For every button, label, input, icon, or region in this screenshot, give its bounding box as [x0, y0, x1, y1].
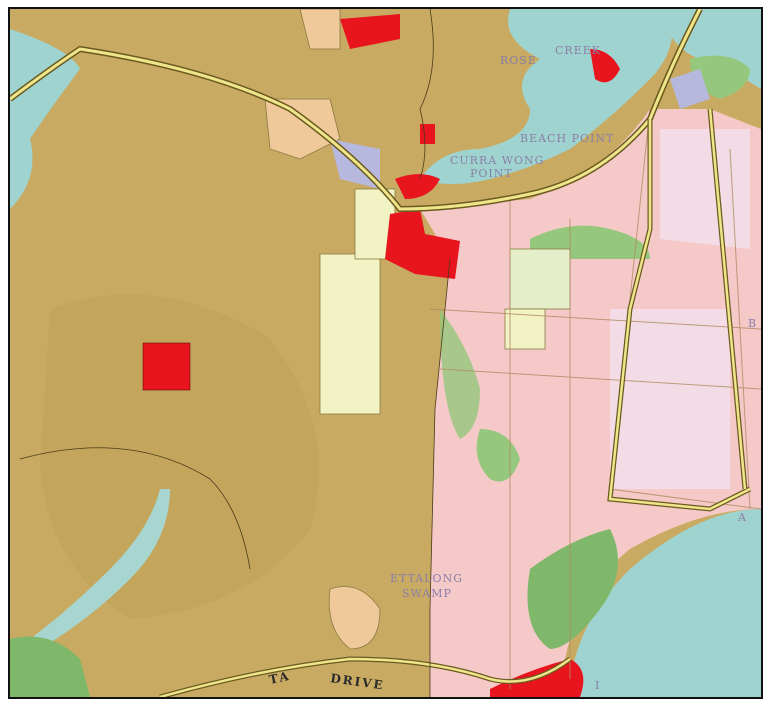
- label-edge-letter: B: [748, 317, 757, 330]
- open-space-south: [527, 529, 618, 649]
- open-space-ridge: [440, 309, 480, 439]
- residential-light-northeast: [660, 129, 750, 249]
- label-north-place: ROSE: [500, 54, 537, 67]
- label-north-place-2: CREEK: [555, 44, 601, 57]
- water-north-bay: [420, 9, 673, 184]
- pale-parcel-mid: [509, 248, 571, 310]
- south-road-fill: [159, 657, 571, 697]
- residential-light-east: [610, 309, 730, 489]
- map-frame[interactable]: ETTALONG SWAMP BEACH POINT CURRA WONG PO…: [8, 7, 763, 699]
- main-road-fill: [10, 9, 702, 211]
- label-point-3: POINT: [470, 167, 513, 180]
- tan-parcel-northwest: [299, 9, 341, 50]
- rural-shade: [40, 294, 319, 619]
- pale-parcel-vertical: [319, 253, 381, 415]
- special-use-point: [395, 174, 440, 199]
- water-east-bay: [570, 509, 761, 697]
- special-use-north: [340, 14, 400, 49]
- water-southwest-creek: [30, 489, 170, 649]
- special-use-central: [385, 209, 460, 279]
- residential-main: [420, 109, 761, 697]
- open-space-southwest: [10, 636, 90, 697]
- label-point-2: CURRA WONG: [450, 154, 544, 167]
- special-use-west: [142, 342, 191, 391]
- label-swamp-2: SWAMP: [402, 587, 452, 600]
- open-space-strip-2: [476, 429, 520, 482]
- zone-boundaries: [19, 9, 451, 697]
- label-south: I: [595, 679, 600, 692]
- pale-parcel-upper: [354, 188, 396, 260]
- tan-parcel-south: [328, 586, 381, 650]
- label-road-prefix: TA: [268, 669, 292, 687]
- tan-parcel-north: [264, 98, 341, 160]
- special-use-small: [420, 124, 435, 144]
- label-point-1: BEACH POINT: [520, 132, 614, 145]
- east-road-fill: [608, 119, 751, 511]
- label-edge-letter-2: A: [737, 511, 747, 524]
- water-west-inlet: [10, 29, 80, 209]
- label-swamp-1: ETTALONG: [390, 572, 463, 585]
- east-road-2-fill: [708, 108, 747, 490]
- lavender-parcel-2: [670, 69, 710, 109]
- land-use-map[interactable]: ETTALONG SWAMP BEACH POINT CURRA WONG PO…: [10, 9, 761, 697]
- special-use-northeast: [590, 49, 620, 83]
